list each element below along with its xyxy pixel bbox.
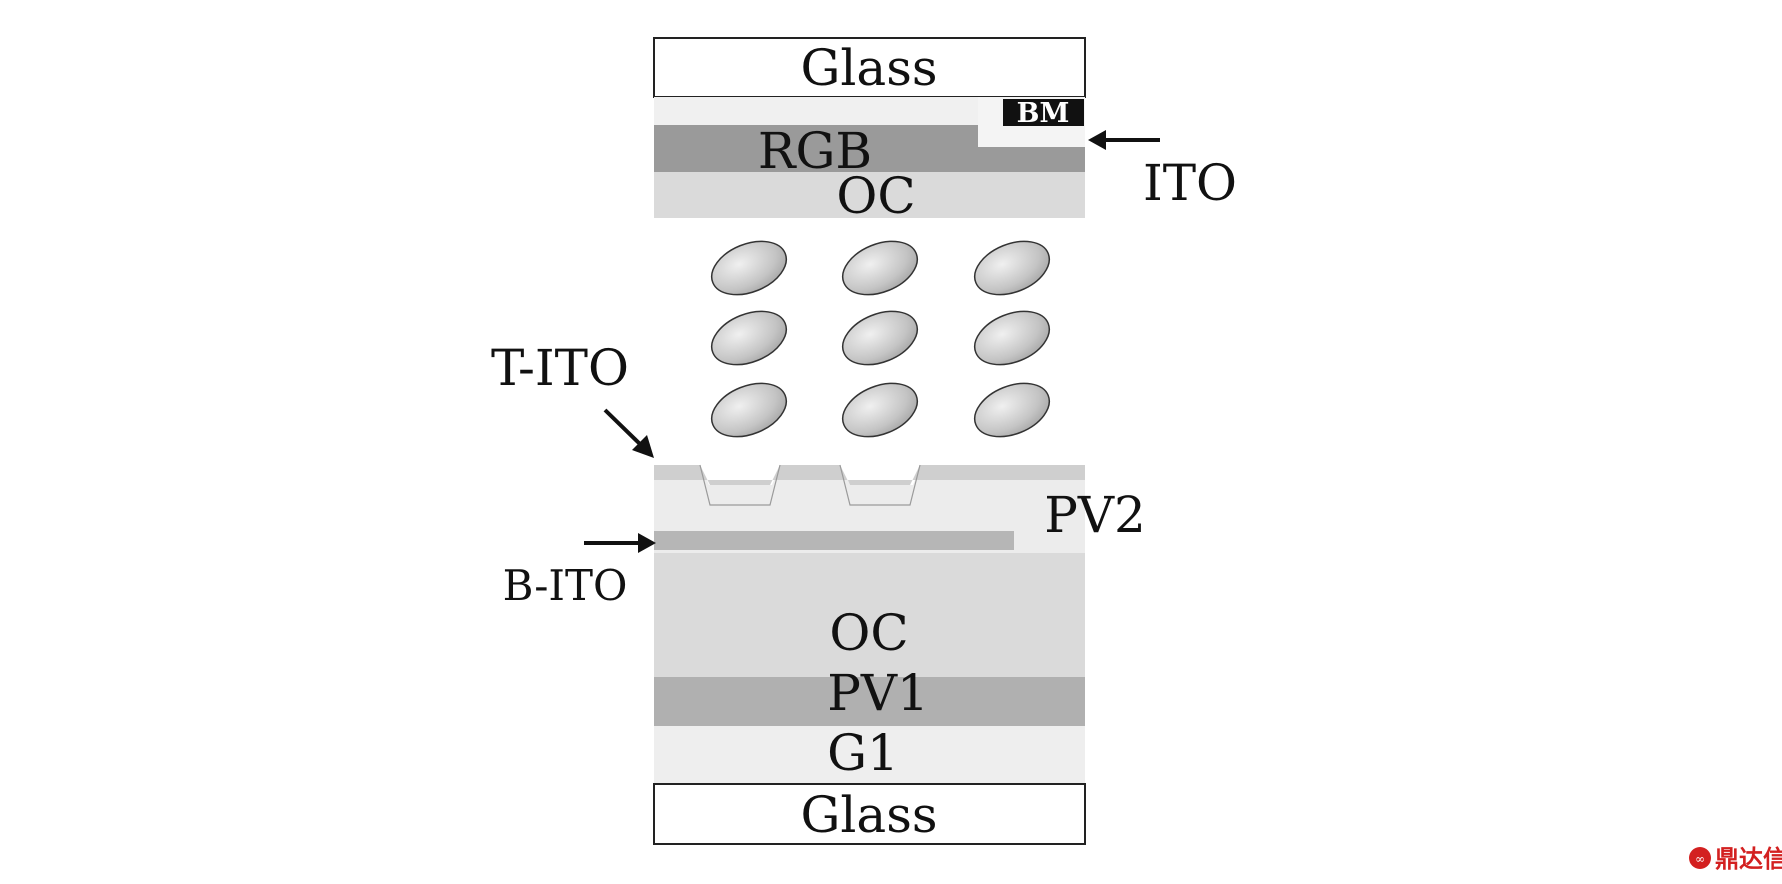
bottom-substrate — [653, 464, 1086, 845]
pv2-label: PV2 — [1044, 486, 1146, 544]
lc-molecule — [973, 240, 1051, 296]
lc-molecule — [841, 240, 919, 296]
b-ito-layer — [654, 531, 1014, 550]
bottom-glass-layer — [653, 783, 1086, 845]
pv1-label: PV1 — [827, 664, 929, 722]
lc-molecule — [841, 310, 919, 366]
watermark: ∞ 鼎达信 — [1689, 845, 1782, 873]
t-ito-arrow-head — [632, 435, 654, 458]
lc-molecule — [973, 382, 1051, 438]
ito-callout: ITO — [1088, 130, 1237, 212]
pv1-layer — [654, 677, 1085, 726]
lc-molecule — [710, 240, 788, 296]
bm-block — [1003, 99, 1084, 126]
ito-label: ITO — [1143, 154, 1237, 212]
t-ito-label: T-ITO — [491, 339, 629, 397]
g1-label: G1 — [827, 724, 899, 782]
top-substrate — [653, 37, 1086, 218]
b-ito-label: B-ITO — [503, 561, 628, 610]
t-ito-trench-outline — [699, 464, 921, 506]
lc-molecule — [973, 310, 1051, 366]
bottom-oc-layer — [654, 553, 1085, 677]
top-oc-layer — [654, 172, 1085, 218]
top-glass-label: Glass — [800, 39, 937, 97]
lc-molecule — [710, 310, 788, 366]
bottom-oc-label: OC — [829, 604, 908, 662]
ito-arrow-head — [1088, 130, 1106, 150]
bm-label: BM — [1017, 98, 1070, 129]
t-ito-callout: T-ITO — [491, 339, 654, 458]
lc-molecule — [841, 382, 919, 438]
watermark-logo-glyph: ∞ — [1695, 852, 1705, 866]
top-oc-label: OC — [836, 167, 915, 225]
lc-molecule — [710, 382, 788, 438]
g1-layer — [654, 726, 1085, 784]
b-ito-callout: B-ITO — [503, 533, 656, 610]
top-glass-layer — [653, 37, 1086, 98]
pv2-top-step — [654, 480, 1085, 505]
bottom-glass-label: Glass — [800, 786, 937, 844]
liquid-crystal-layer — [710, 240, 1051, 438]
rgb-label: RGB — [758, 122, 872, 180]
watermark-logo-icon — [1689, 847, 1711, 869]
watermark-text: 鼎达信 — [1715, 845, 1782, 873]
t-ito-arrow — [603, 408, 645, 449]
b-ito-arrow-head — [638, 533, 656, 553]
